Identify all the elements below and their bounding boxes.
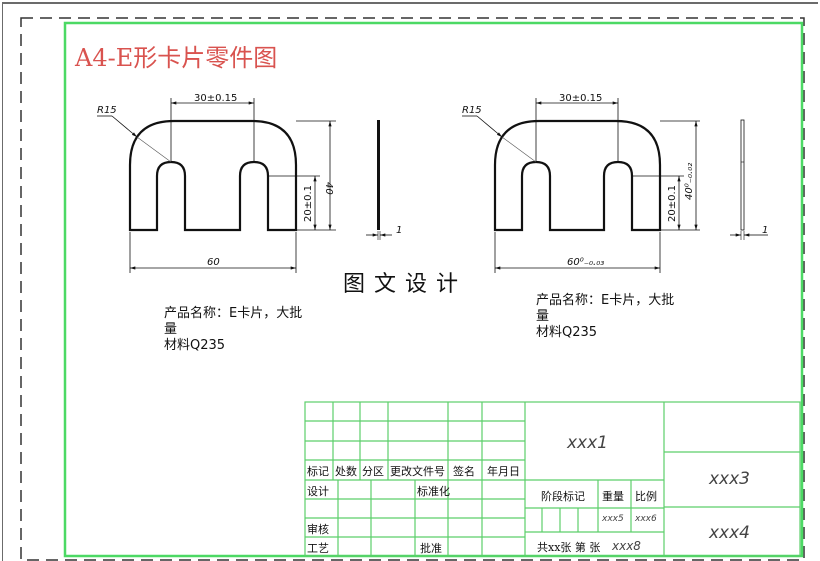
dim-height-left: 40 [323, 182, 334, 195]
dim-thickness-right: 1 [762, 225, 768, 236]
dim-radius-right: R15 [462, 105, 482, 116]
dim-thickness-left: 1 [396, 225, 402, 236]
weight-value: xxx5 [602, 514, 624, 524]
front-view-right [462, 98, 700, 273]
scale-value: xxx6 [635, 514, 657, 524]
header-signature: 签名 [453, 465, 475, 478]
note-line: 产品名称：E卡片，大批 [536, 293, 675, 308]
dim-top-left: 30±0.15 [194, 93, 237, 104]
header-count: 处数 [335, 465, 357, 478]
dim-slot-left: 20±0.1 [303, 185, 314, 222]
product-note-right: 产品名称：E卡片，大批 量 材料Q235 [536, 293, 674, 341]
dashed-border [20, 17, 805, 561]
note-line: 材料Q235 [536, 325, 598, 340]
front-view-left [97, 98, 336, 273]
side-view-left [366, 120, 392, 240]
dim-width-left: 60 [207, 257, 220, 268]
company-value: xxx3 [709, 469, 750, 489]
label-process: 工艺 [307, 542, 329, 555]
note-line: 量 [536, 309, 550, 324]
dim-radius-left: R15 [97, 105, 117, 116]
drawing-no-value: xxx4 [709, 523, 750, 543]
label-review: 审核 [307, 523, 329, 536]
product-note-left: 产品名称：E卡片，大批 量 材料Q235 [164, 306, 302, 354]
drawing-title: A4-E形卡片零件图 [75, 44, 278, 72]
sheet-value: xxx8 [612, 539, 641, 553]
label-standardization: 标准化 [417, 485, 450, 498]
header-change-doc: 更改文件号 [390, 465, 445, 478]
header-date: 年月日 [487, 465, 520, 478]
title-block-grid [304, 401, 801, 557]
header-mark: 标记 [307, 465, 329, 478]
note-line: 量 [164, 322, 178, 337]
drawing-name-value: xxx1 [567, 433, 608, 453]
label-sheets: 共xx张 第 张 [537, 541, 601, 554]
note-line: 产品名称：E卡片，大批 [164, 306, 303, 321]
label-weight: 重量 [602, 490, 624, 503]
watermark: 图文设计 [335, 264, 476, 300]
label-design: 设计 [307, 485, 329, 498]
header-zone: 分区 [362, 465, 384, 478]
note-line: 材料Q235 [164, 338, 226, 353]
dim-width-right: 60⁰₋₀.₀₃ [567, 257, 604, 268]
dim-height-right: 40⁰₋₀.₀₂ [684, 163, 695, 200]
dim-top-right: 30±0.15 [559, 93, 602, 104]
side-view-right [730, 119, 768, 240]
label-approve: 批准 [420, 542, 442, 555]
label-stage-mark: 阶段标记 [541, 490, 585, 503]
label-scale: 比例 [635, 490, 657, 503]
dim-slot-right: 20±0.1 [667, 185, 678, 222]
